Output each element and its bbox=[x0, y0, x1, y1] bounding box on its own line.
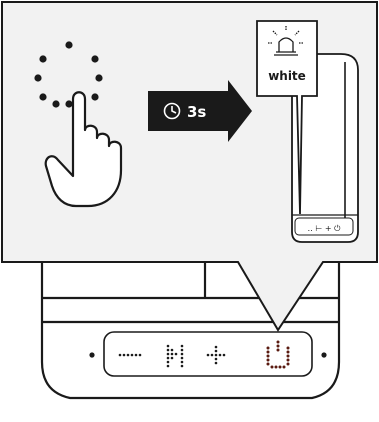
plus-icon[interactable] bbox=[206, 345, 226, 365]
panel-left-dot bbox=[89, 352, 95, 358]
press-indicator-dots bbox=[34, 41, 103, 108]
duration-arrow bbox=[148, 80, 252, 142]
device-thumbnail bbox=[271, 53, 359, 243]
panel-right-dot bbox=[321, 352, 327, 358]
control-panel bbox=[89, 331, 327, 377]
minus-icon[interactable] bbox=[118, 353, 142, 357]
siren-light-icon bbox=[268, 26, 304, 56]
skip-icon[interactable] bbox=[166, 344, 184, 368]
light-callout bbox=[256, 20, 318, 215]
light-color-label: white bbox=[268, 69, 306, 83]
power-icon[interactable] bbox=[266, 340, 290, 369]
hold-duration-label: 3s bbox=[187, 103, 206, 121]
svg-text:‥ ⊢ + ⏻: ‥ ⊢ + ⏻ bbox=[308, 224, 342, 233]
clock-icon bbox=[163, 102, 181, 120]
pointing-hand-icon bbox=[44, 91, 123, 208]
mini-control-panel: ‥ ⊢ + ⏻ bbox=[294, 217, 354, 236]
